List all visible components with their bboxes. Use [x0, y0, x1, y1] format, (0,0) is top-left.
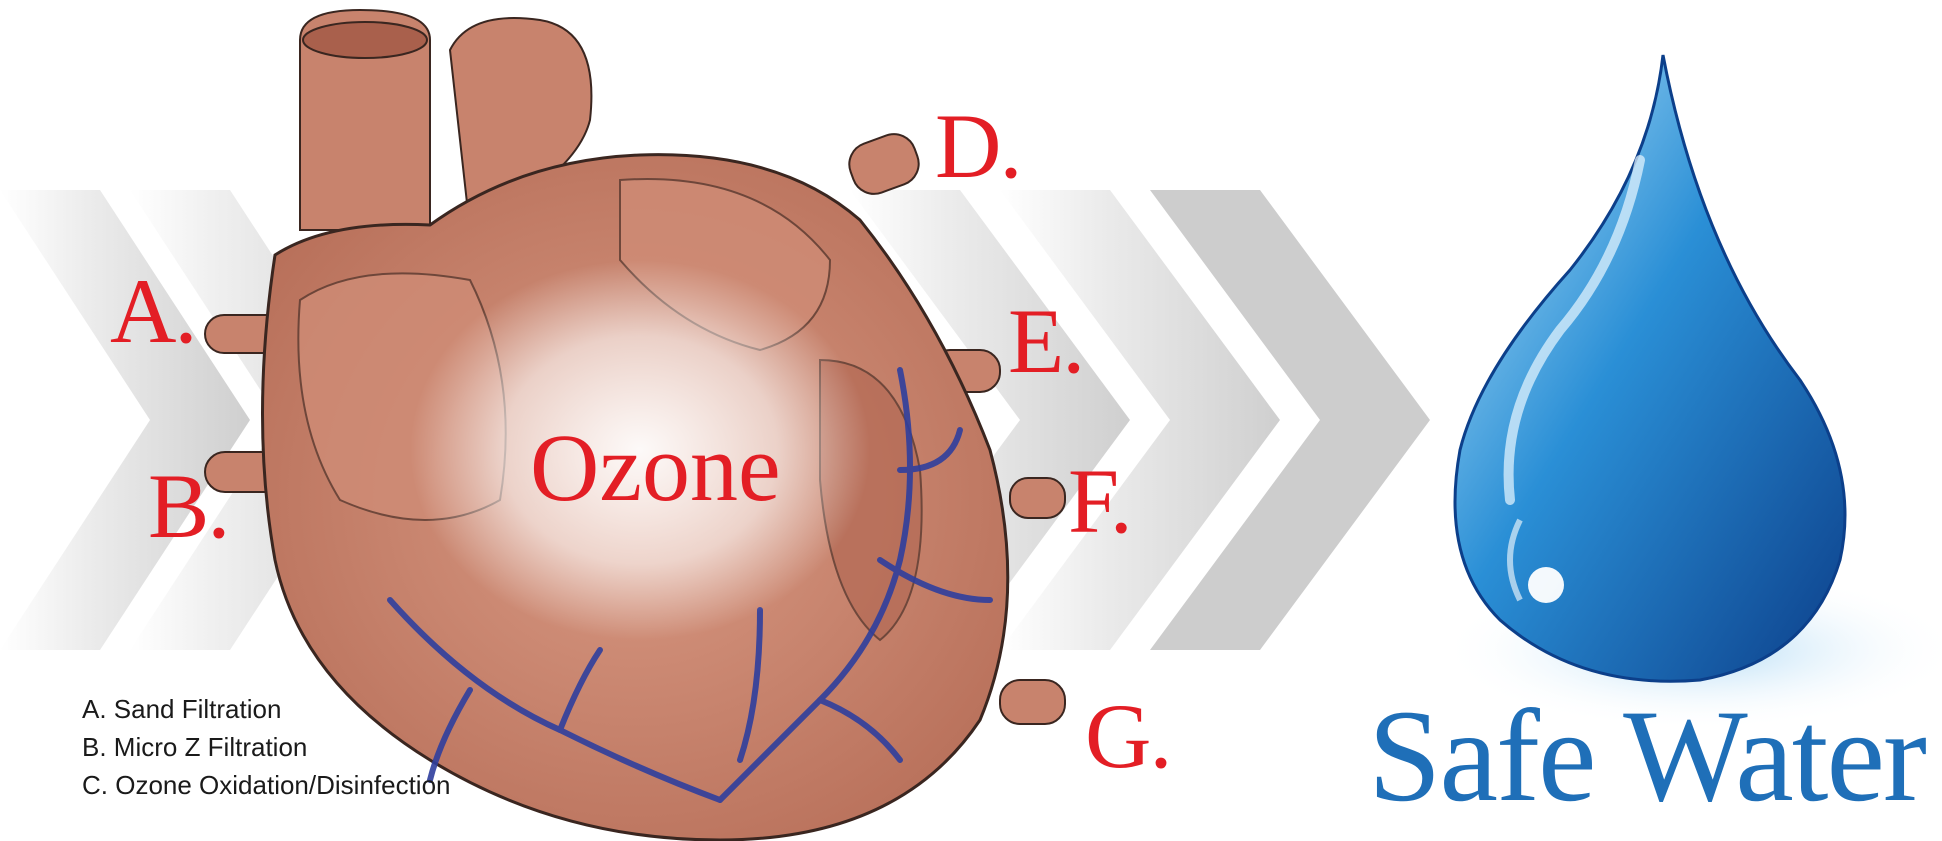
legend-item-c: C. Ozone Oxidation/Disinfection	[82, 766, 451, 804]
stage-label-b: B.	[148, 460, 228, 552]
water-drop-icon	[1440, 55, 1942, 730]
stage-label-e: E.	[1008, 295, 1083, 387]
legend-item-a: A. Sand Filtration	[82, 690, 451, 728]
ozone-label: Ozone	[530, 420, 781, 516]
stage-label-g: G.	[1085, 690, 1170, 782]
stage-label-d: D.	[935, 100, 1020, 192]
stage-label-a: A.	[110, 265, 195, 357]
stage-label-f: F.	[1068, 455, 1131, 547]
process-legend: A. Sand Filtration B. Micro Z Filtration…	[82, 690, 451, 804]
legend-item-b: B. Micro Z Filtration	[82, 728, 451, 766]
safe-water-title: Safe Water	[1368, 690, 1925, 822]
